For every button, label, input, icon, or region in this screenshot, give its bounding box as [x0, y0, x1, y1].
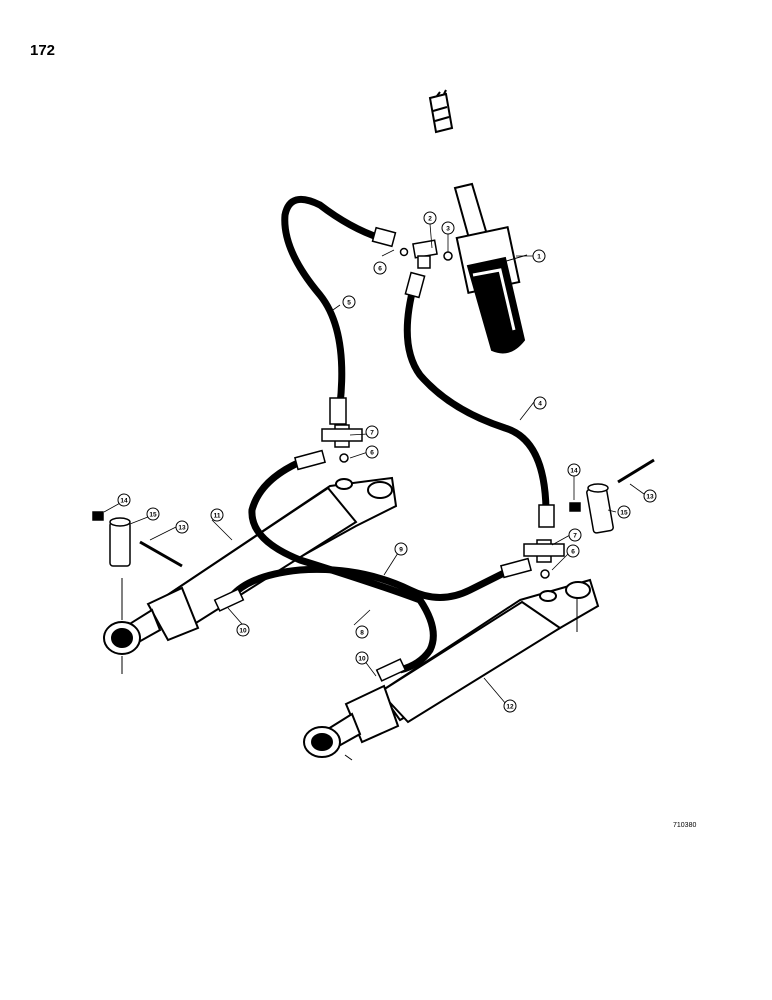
callout-15: 15	[146, 507, 160, 521]
hose-9	[248, 458, 437, 674]
callout-label: 12	[506, 703, 514, 710]
callout-15: 15	[617, 505, 631, 519]
hose-5	[281, 195, 382, 406]
page-number: 172	[30, 42, 56, 59]
callout-label: 5	[347, 299, 351, 306]
callout-9: 9	[394, 542, 408, 556]
callout-3: 3	[441, 221, 455, 235]
callout-label: 11	[214, 512, 221, 519]
right-cylinder	[303, 578, 600, 761]
callout-13: 13	[643, 489, 657, 503]
callout-11: 11	[210, 508, 224, 522]
callout-6: 6	[373, 261, 387, 275]
callout-10: 10	[355, 651, 369, 665]
callout-label: 10	[358, 655, 366, 662]
callout-7: 7	[568, 528, 582, 542]
callout-8: 8	[355, 625, 369, 639]
callout-4: 4	[533, 396, 547, 410]
callout-6: 6	[566, 544, 580, 558]
callout-label: 7	[370, 429, 374, 436]
steering-control-valve	[428, 89, 528, 354]
callout-label: 7	[573, 532, 577, 539]
callout-7: 7	[365, 425, 379, 439]
drawing-code: 710380	[673, 822, 697, 829]
callout-label: 6	[571, 548, 575, 555]
callout-label: 6	[378, 265, 382, 272]
tee-fitting-right	[523, 539, 565, 579]
callout-label: 8	[360, 629, 364, 636]
callout-label: 13	[646, 493, 654, 500]
callout-label: 14	[570, 467, 578, 474]
callout-10: 10	[236, 623, 250, 637]
hose-4	[403, 284, 550, 511]
callout-label: 15	[149, 511, 157, 518]
callout-label: 4	[538, 400, 542, 407]
callout-6: 6	[365, 445, 379, 459]
callout-label: 14	[120, 497, 128, 504]
callout-label: 6	[370, 449, 374, 456]
callout-14: 14	[117, 493, 131, 507]
callout-12: 12	[503, 699, 517, 713]
pin-right	[569, 458, 655, 534]
elbow-fitting	[399, 239, 453, 269]
callout-label: 3	[446, 225, 450, 232]
hose-8	[229, 565, 512, 601]
callout-label: 2	[428, 215, 432, 222]
tee-fitting-left	[321, 424, 363, 463]
hose-5-fitting	[329, 397, 347, 425]
callout-label: 9	[399, 546, 403, 553]
callout-label: 13	[178, 524, 186, 531]
callout-2: 2	[423, 211, 437, 225]
pin-left	[92, 511, 183, 568]
callout-label: 10	[239, 627, 247, 634]
callout-1: 1	[532, 249, 546, 263]
callout-label: 1	[537, 253, 541, 260]
callout-13: 13	[175, 520, 189, 534]
callout-5: 5	[342, 295, 356, 309]
callout-label: 15	[620, 509, 628, 516]
callout-14: 14	[567, 463, 581, 477]
